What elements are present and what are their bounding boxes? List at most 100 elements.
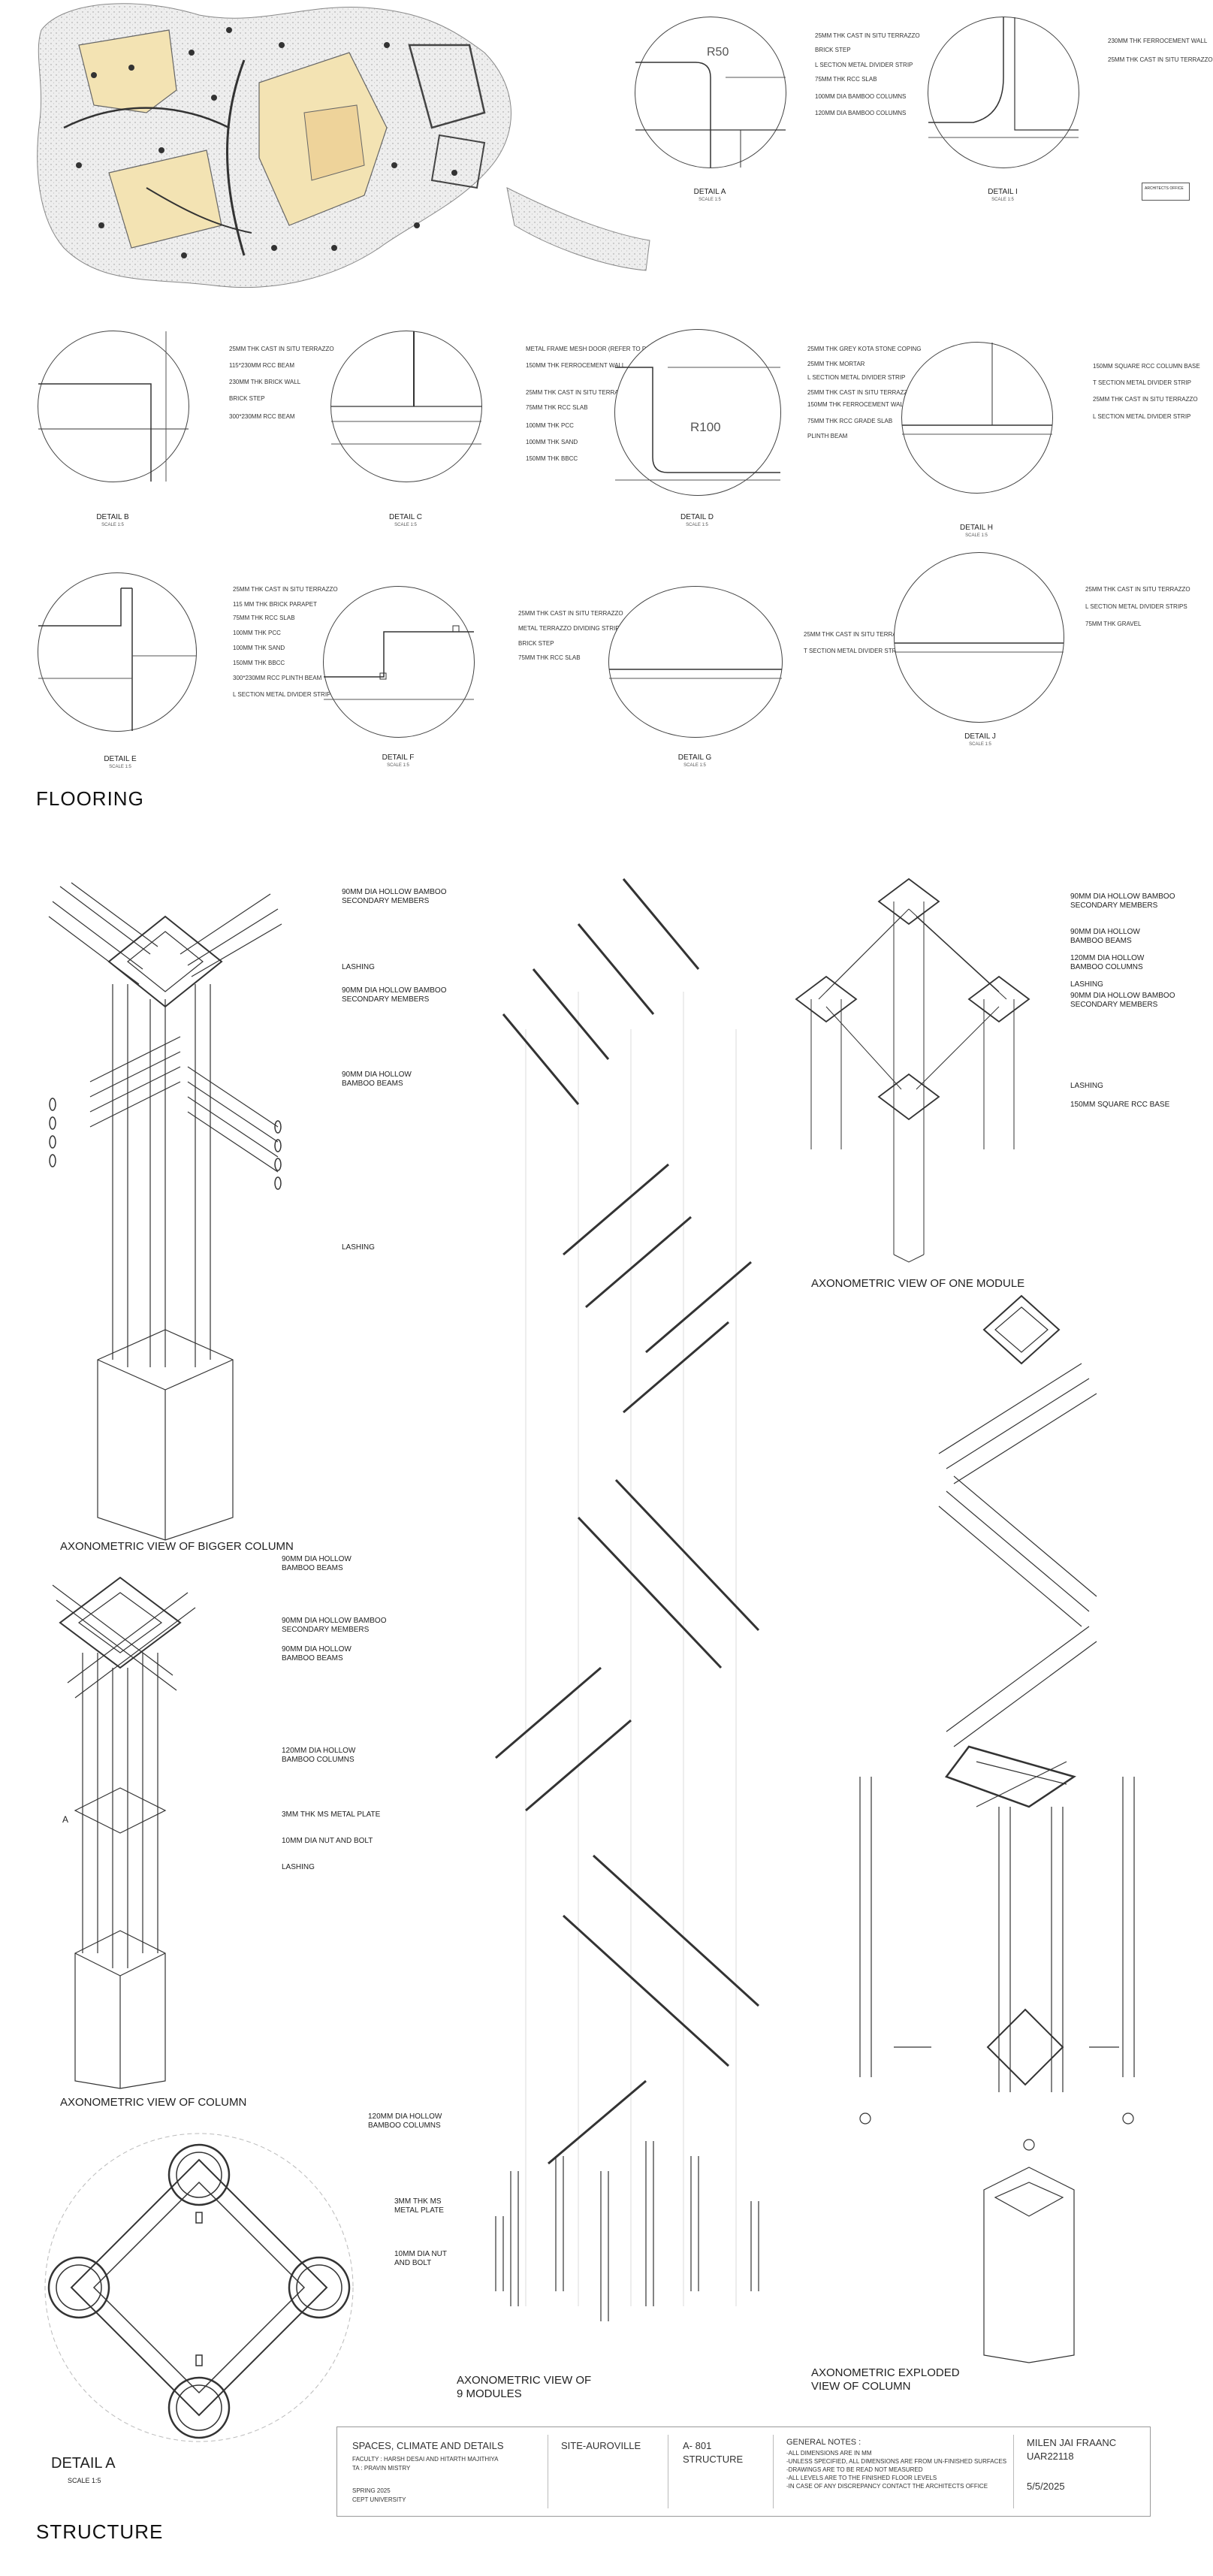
detail-c-label: DETAIL C — [389, 513, 422, 521]
detail-g-circle — [608, 586, 783, 738]
detail-e-note: 150MM THK BBCC — [233, 660, 285, 666]
university-text: CEPT UNIVERSITY — [352, 2496, 406, 2503]
detail-j-scale: SCALE 1:5 — [969, 742, 991, 747]
detail-i-scale: SCALE 1:5 — [991, 198, 1014, 202]
detail-a-note: 75MM THK RCC SLAB — [815, 76, 877, 83]
structure-title: STRUCTURE — [36, 2520, 164, 2543]
detail-c-note: 150MM THK FERROCEMENT WALL — [526, 362, 626, 369]
structure-detail-a-callout: 3MM THK MS METAL PLATE — [394, 2197, 444, 2215]
detail-h-note: 25MM THK CAST IN SITU TERRAZZO — [1093, 396, 1198, 403]
detail-f-drawing — [324, 625, 474, 700]
one-module-caption: AXONOMETRIC VIEW OF ONE MODULE — [811, 1277, 1025, 1290]
column-svg — [52, 1576, 196, 2089]
detail-d-circle: R100 — [614, 329, 781, 496]
column-callout: 120MM DIA HOLLOW BAMBOO COLUMNS — [282, 1747, 356, 1764]
detail-b-label: DETAIL B — [96, 513, 129, 521]
detail-h-scale: SCALE 1:5 — [965, 533, 988, 538]
detail-c-note: 75MM THK RCC SLAB — [526, 404, 588, 411]
detail-e-note: 300*230MM RCC PLINTH BEAM — [233, 675, 322, 681]
detail-a-drawing — [635, 62, 786, 168]
detail-j-label: DETAIL J — [964, 732, 996, 741]
detail-i-note: 230MM THK FERROCEMENT WALL — [1108, 38, 1208, 44]
detail-h-note: L SECTION METAL DIVIDER STRIP — [1093, 413, 1191, 420]
detail-i-circle — [928, 17, 1079, 168]
detail-d-note: L SECTION METAL DIVIDER STRIP — [807, 374, 906, 381]
nine-modules-drawing — [481, 878, 796, 2366]
detail-c-note: 25MM THK CAST IN SITU TERRAZZO — [526, 389, 631, 396]
exploded-caption-line2: VIEW OF COLUMN — [811, 2380, 911, 2393]
one-module-callout: 120MM DIA HOLLOW BAMBOO COLUMNS — [1070, 954, 1145, 971]
detail-f-note: BRICK STEP — [518, 640, 554, 647]
column-caption: AXONOMETRIC VIEW OF COLUMN — [60, 2096, 247, 2109]
detail-c-note: 150MM THK BBCC — [526, 455, 578, 462]
sheet-name: STRUCTURE — [683, 2454, 744, 2465]
detail-c-note: 100MM THK PCC — [526, 422, 574, 429]
one-module-callout: 90MM DIA HOLLOW BAMBOO BEAMS — [1070, 928, 1140, 945]
detail-e-drawing — [38, 587, 196, 731]
detail-d-note: 150MM THK FERROCEMENT WALL — [807, 401, 907, 408]
detail-d-radius: R100 — [690, 420, 721, 434]
detail-a-note: BRICK STEP — [815, 47, 851, 53]
detail-h-note: T SECTION METAL DIVIDER STRIP — [1093, 379, 1191, 386]
detail-h-note: 150MM SQUARE RCC COLUMN BASE — [1093, 363, 1200, 370]
bigger-column-callout: 90MM DIA HOLLOW BAMBOO SECONDARY MEMBERS — [342, 986, 447, 1004]
detail-a-note: 100MM DIA BAMBOO COLUMNS — [815, 93, 907, 100]
detail-i-note: 25MM THK CAST IN SITU TERRAZZO — [1108, 56, 1213, 63]
column-callout: 3MM THK MS METAL PLATE — [282, 1810, 381, 1819]
detail-j-circle — [894, 552, 1064, 723]
nine-modules-caption-line2: 9 MODULES — [457, 2387, 522, 2400]
detail-h-label: DETAIL H — [960, 524, 993, 532]
site-text: SITE-AUROVILLE — [561, 2440, 641, 2451]
detail-d-note: 25MM THK MORTAR — [807, 361, 865, 367]
detail-g-drawing — [609, 669, 782, 679]
flooring-title: FLOORING — [36, 787, 144, 810]
detail-e-note: 75MM THK RCC SLAB — [233, 615, 295, 621]
detail-b-note: BRICK STEP — [229, 395, 265, 402]
detail-c-circle — [330, 331, 482, 482]
detail-e-note: 115 MM THK BRICK PARAPET — [233, 601, 318, 608]
detail-e-note: 100MM THK SAND — [233, 645, 285, 651]
detail-e-circle — [38, 572, 197, 732]
architects-office-tag: ARCHITECTS OFFICE — [1142, 183, 1190, 201]
bigger-column-callout: 90MM DIA HOLLOW BAMBOO SECONDARY MEMBERS — [342, 888, 447, 905]
detail-f-note: 75MM THK RCC SLAB — [518, 654, 581, 661]
structure-detail-a-svg — [44, 2133, 354, 2442]
detail-i-label: DETAIL I — [988, 188, 1018, 196]
faculty-text: FACULTY : HARSH DESAI AND HITARTH MAJITH… — [352, 2456, 499, 2463]
architects-office-tag-text: ARCHITECTS OFFICE — [1145, 186, 1184, 191]
detail-a-label: DETAIL A — [693, 188, 726, 196]
structure-detail-a-callout: 120MM DIA HOLLOW BAMBOO COLUMNS — [368, 2112, 442, 2130]
bigger-column-drawing — [45, 879, 293, 1541]
detail-a-note: L SECTION METAL DIVIDER STRIP — [815, 62, 913, 68]
detail-g-note: 25MM THK CAST IN SITU TERRAZZO — [804, 631, 909, 638]
title-block-divider — [1013, 2435, 1014, 2508]
general-note: -UNLESS SPECIFIED, ALL DIMENSIONS ARE FR… — [786, 2458, 1007, 2465]
structure-detail-a-callout: 10MM DIA NUT AND BOLT — [394, 2250, 447, 2267]
detail-f-circle — [323, 586, 475, 738]
roll-number: UAR22118 — [1027, 2451, 1074, 2462]
column-callout: 90MM DIA HOLLOW BAMBOO BEAMS — [282, 1555, 352, 1572]
date-text: 5/5/2025 — [1027, 2481, 1065, 2492]
column-callout: 90MM DIA HOLLOW BAMBOO BEAMS — [282, 1645, 352, 1662]
bigger-column-callout: LASHING — [342, 1243, 375, 1252]
one-module-callout: 90MM DIA HOLLOW BAMBOO SECONDARY MEMBERS — [1070, 992, 1175, 1009]
nine-modules-caption-line1: AXONOMETRIC VIEW OF — [457, 2374, 592, 2387]
detail-a-circle: R50 — [635, 17, 786, 168]
one-module-callout: LASHING — [1070, 1082, 1103, 1090]
column-callout: 10MM DIA NUT AND BOLT — [282, 1837, 373, 1845]
detail-b-circle — [38, 331, 189, 482]
one-module-callout: LASHING — [1070, 980, 1103, 989]
title-block: SPACES, CLIMATE AND DETAILS FACULTY : HA… — [336, 2427, 1151, 2517]
detail-f-note: 25MM THK CAST IN SITU TERRAZZO — [518, 610, 623, 617]
detail-b-note: 230MM THK BRICK WALL — [229, 379, 301, 385]
bigger-column-svg — [48, 882, 282, 1541]
general-note: -ALL LEVELS ARE TO THE FINISHED FLOOR LE… — [786, 2475, 937, 2481]
detail-e-note: 100MM THK PCC — [233, 630, 281, 636]
detail-g-note: T SECTION METAL DIVIDER STRIP — [804, 648, 902, 654]
sheet-number: A- 801 — [683, 2440, 712, 2451]
detail-f-scale: SCALE 1:5 — [387, 763, 409, 768]
exploded-column-svg — [859, 1294, 1135, 2363]
site-plan-drawing — [37, 3, 650, 288]
detail-h-drawing — [902, 343, 1052, 435]
column-drawing — [52, 1563, 278, 2089]
